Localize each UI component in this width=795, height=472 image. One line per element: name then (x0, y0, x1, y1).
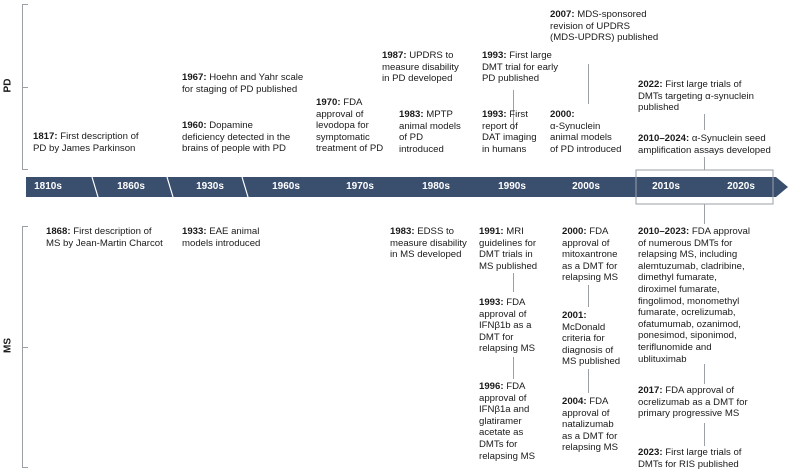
pd-event-1960: 1960: Dopamine deficiency detected in th… (182, 120, 291, 155)
decade-1960s: 1960s (272, 181, 300, 192)
ms-event-2023: 2023: First large trials of DMTs for RIS… (638, 447, 742, 470)
pd-event-2010-2024: 2010–2024: α-Synuclein seed amplificatio… (638, 133, 771, 156)
ms-event-1983: 1983: EDSS to measure disability in MS d… (390, 226, 467, 261)
pd-event-2000: 2000: α-Synuclein animal models of PD in… (550, 109, 622, 155)
pd-event-1817: 1817: First description of PD by James P… (33, 131, 139, 154)
timeline-break (91, 176, 99, 198)
connector-line (704, 423, 705, 446)
ms-event-2000: 2000: FDA approval of mitoxantrone as a … (562, 226, 618, 284)
connector-line (588, 285, 589, 307)
pd-event-1967: 1967: Hoehn and Yahr scale for staging o… (182, 72, 304, 95)
ms-event-2004: 2004: FDA approval of natalizumab as a D… (562, 396, 618, 454)
decade-2020s: 2020s (727, 181, 755, 192)
pd-event-2007: 2007: MDS-sponsored revision of UPDRS (M… (550, 9, 659, 44)
ms-event-1991: 1991: MRI guidelines for DMT trials in M… (479, 226, 538, 272)
pd-event-1987: 1987: UPDRS to measure disability in PD … (382, 50, 459, 85)
decade-1930s: 1930s (196, 181, 224, 192)
decade-1860s: 1860s (117, 181, 145, 192)
pd-event-1993-dmt: 1993: First large DMT trial for early PD… (482, 50, 559, 85)
pd-event-1983: 1983: MPTP animal models of PD introduce… (399, 109, 461, 155)
ms-event-1933: 1933: EAE animal models introduced (182, 226, 261, 249)
ms-event-1993: 1993: FDA approval of IFNβ1b as a DMT fo… (479, 297, 535, 355)
decade-1990s: 1990s (498, 181, 526, 192)
connector-line (513, 90, 514, 130)
connector-line (704, 204, 705, 224)
ms-bracket-tick (22, 347, 28, 348)
decade-1810s: 1810s (34, 181, 62, 192)
ms-event-2017: 2017: FDA approval of ocrelizumab as a D… (638, 385, 748, 420)
ms-event-1996: 1996: FDA approval of IFNβ1a and glatira… (479, 381, 535, 462)
connector-line (704, 114, 705, 130)
decade-1980s: 1980s (422, 181, 450, 192)
timeline-break (166, 176, 174, 198)
decade-2010s: 2010s (652, 181, 680, 192)
pd-event-1993-dat: 1993: First report of DAT imaging in hum… (482, 109, 537, 155)
connector-line (513, 273, 514, 292)
pd-event-1970: 1970: FDA approval of levodopa for sympt… (316, 97, 384, 155)
decade-1970s: 1970s (346, 181, 374, 192)
pd-bracket-tick (22, 87, 28, 88)
ms-event-2010-2023: 2010–2023: FDA approval of numerous DMTs… (638, 226, 751, 365)
timeline-break (241, 176, 249, 198)
connector-line (513, 357, 514, 379)
pd-event-2022: 2022: First large trials of DMTs targeti… (638, 79, 754, 114)
connector-line (588, 64, 589, 104)
connector-line (704, 157, 705, 170)
ms-event-2001: 2001: McDonald criteria for diagnosis of… (562, 310, 621, 368)
timeline-arrow (26, 177, 788, 197)
connector-line (588, 369, 589, 393)
connector-line (704, 364, 705, 384)
ms-event-1868: 1868: First description of MS by Jean-Ma… (46, 226, 163, 249)
decade-2000s: 2000s (572, 181, 600, 192)
